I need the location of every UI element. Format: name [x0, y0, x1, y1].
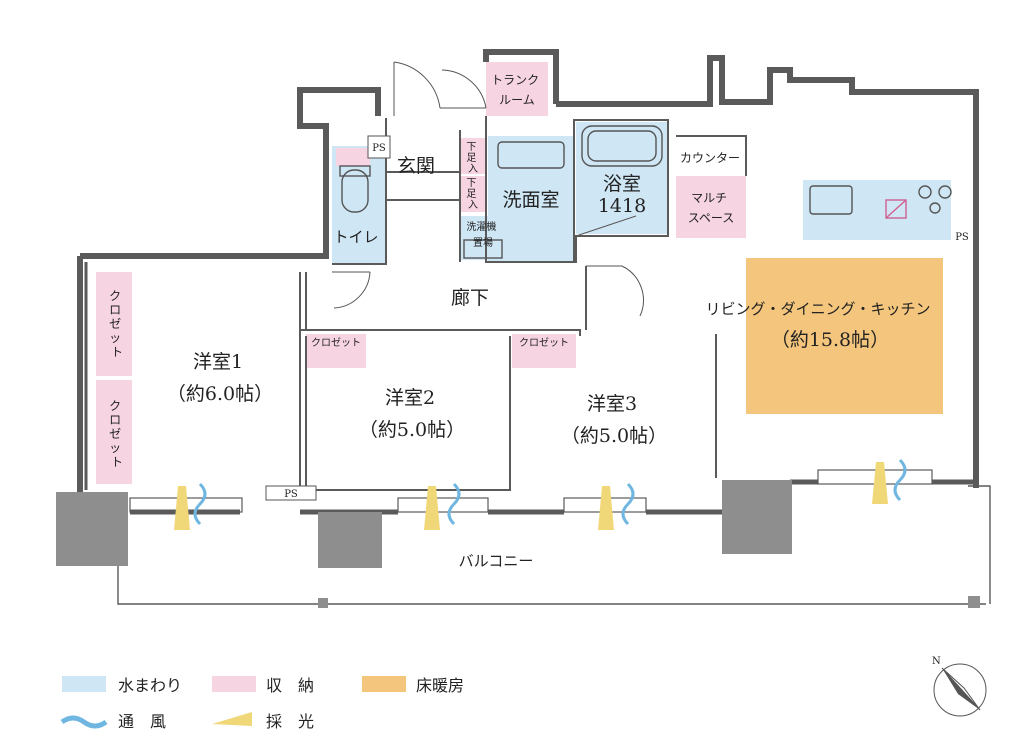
room2-label: 洋室2 [385, 387, 435, 409]
compass-icon [933, 663, 987, 717]
compass: N [932, 656, 987, 717]
closet-label-h2: クロゼット [311, 337, 361, 349]
legend-label-wind: 通 風 [118, 712, 166, 731]
zone-trunk-room [486, 62, 548, 116]
zone-geta-a [460, 138, 486, 174]
zone-closet-v1 [96, 272, 132, 376]
light-icon [598, 486, 614, 530]
toilet-icon [341, 169, 369, 213]
bath-size-label: 1418 [598, 195, 646, 217]
compass-north-label: N [932, 656, 941, 667]
pillars [56, 480, 980, 608]
washer-label: 洗濯機 置場 [466, 220, 499, 249]
light-icon [212, 712, 252, 726]
ldk-label: リビング・ダイニング・キッチン [705, 300, 930, 318]
zones [96, 62, 951, 484]
closet-label-v2: ク ロ ゼ ッ ト [109, 399, 125, 469]
legend-swatch-floor-heating [362, 676, 406, 692]
closet-label-h3: クロゼット [519, 337, 569, 349]
trunk-room-label: トランク ルーム [491, 73, 543, 107]
toilet-label: トイレ [333, 228, 378, 246]
light-icon [872, 462, 888, 504]
light-icon [174, 486, 190, 530]
light-wind-indicators [174, 458, 907, 530]
closet-label-v1: ク ロ ゼ ッ ト [109, 289, 125, 359]
room1-label: 洋室1 [193, 351, 243, 373]
wind-icon [193, 482, 207, 526]
multi-space-label: マルチ スペース [688, 191, 735, 225]
wind-icon [447, 482, 461, 526]
stove-icon [918, 185, 932, 199]
fixtures [339, 125, 952, 259]
washbasin-icon [497, 141, 565, 169]
zone-multi-space [676, 176, 746, 238]
legend-label-storage: 収 納 [266, 676, 314, 695]
geta-box-label-a: 下 足 入 [466, 142, 479, 175]
wind-icon [621, 482, 635, 526]
legend-label-light: 採 光 [266, 712, 314, 731]
room2-size-label: （約5.0帖） [359, 419, 465, 441]
zone-closet-h3 [512, 334, 576, 368]
zone-geta-b [460, 176, 486, 212]
balcony-label: バルコニー [459, 552, 534, 570]
bathtub-icon [581, 125, 663, 167]
ldk-size-label: （約15.8帖） [771, 329, 889, 351]
counter-label: カウンター [680, 151, 740, 165]
legend-label-water: 水まわり [118, 676, 182, 695]
zone-toilet-storage [336, 148, 370, 166]
zone-closet-h2 [306, 334, 366, 368]
bath-label: 浴室 [603, 173, 641, 195]
room3-label: 洋室3 [587, 393, 637, 415]
zone-bath [576, 122, 668, 234]
doors [332, 61, 644, 317]
legend-swatch-storage [212, 676, 256, 692]
room1-size-label: （約6.0帖） [167, 383, 273, 405]
room-labels: トランク ルーム 玄関 下 足 入 下 足 入 洗面室 浴室 1418 カウンタ… [109, 73, 969, 570]
zone-floor-heating [746, 258, 943, 414]
wind-icon [60, 715, 108, 729]
ps-label-top: PS [372, 143, 386, 154]
wash-room-label: 洗面室 [502, 189, 559, 211]
genkan-label: 玄関 [397, 155, 435, 177]
legend-label-floor-heating: 床暖房 [416, 676, 464, 695]
geta-box-label-b: 下 足 入 [466, 178, 479, 211]
zone-kitchen [803, 180, 951, 240]
light-icon [424, 486, 440, 530]
zone-closet-v2 [96, 380, 132, 484]
ps-label-bottom: PS [284, 489, 298, 500]
room3-size-label: （約5.0帖） [561, 425, 667, 447]
legend-swatch-water [62, 676, 106, 692]
ps-label-kitchen: PS [955, 232, 969, 243]
hallway-label: 廊下 [451, 287, 489, 309]
legend: 水まわり 収 納 床暖房 通 風 採 光 [60, 676, 464, 731]
zone-washer [460, 216, 506, 260]
washer-icon [463, 239, 503, 259]
wind-icon [893, 458, 907, 502]
sink-icon [809, 185, 853, 215]
